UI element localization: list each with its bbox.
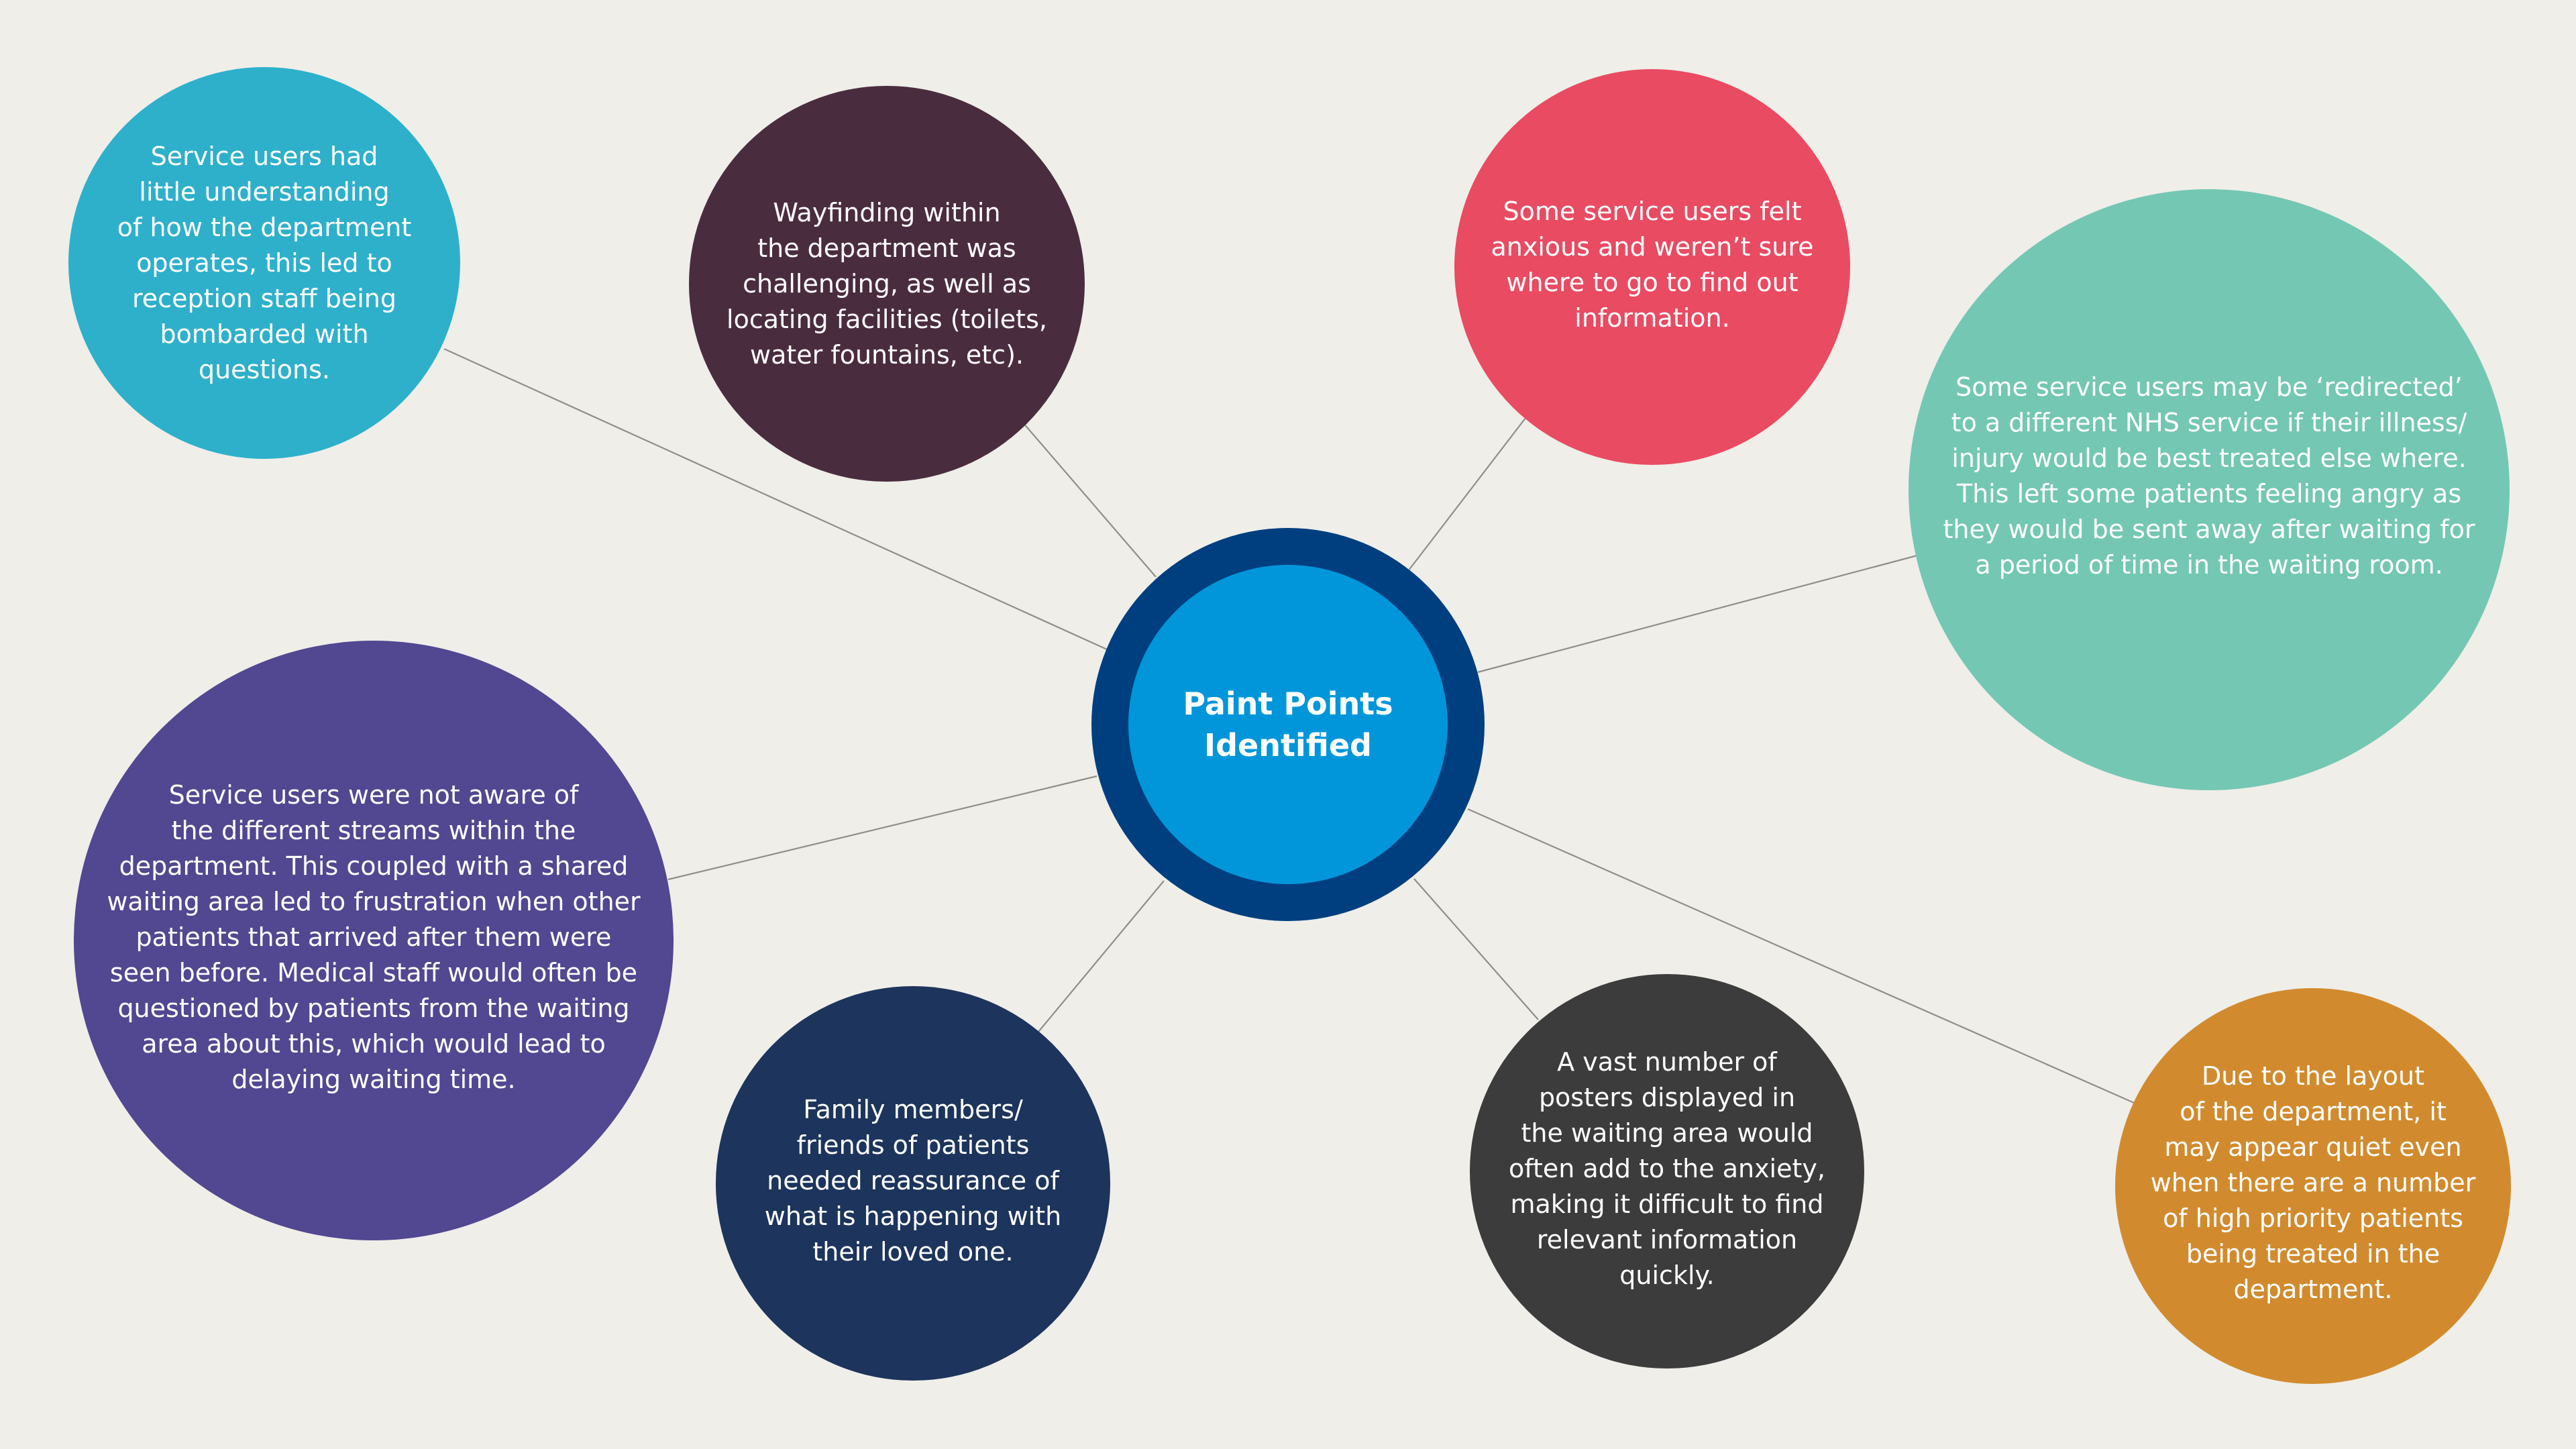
pain-point-text: Some service users felt anxious and were…: [1491, 194, 1813, 336]
text-line: challenging, as well as: [743, 268, 1031, 299]
connector-reception-questions: [443, 347, 1108, 651]
text-line: reception staff being: [132, 283, 396, 313]
center-hub: Paint Points Identified: [1128, 565, 1448, 884]
text-line: bombarded with: [160, 319, 369, 349]
text-line: the different streams within the: [171, 815, 576, 845]
text-line: Wayfinding within: [773, 197, 1001, 227]
pain-point-text: Wayfinding within the department was cha…: [727, 195, 1047, 373]
text-line: the department was: [757, 233, 1016, 263]
text-line: Due to the layout: [2201, 1061, 2425, 1091]
text-line: questions.: [198, 354, 331, 384]
text-line: often add to the anxiety,: [1509, 1153, 1825, 1183]
text-line: anxious and weren’t sure: [1491, 232, 1814, 262]
text-line: This left some patients feeling angry as: [1956, 479, 2462, 508]
text-line: of the department, it: [2180, 1096, 2447, 1126]
center-hub-outer-ring: Paint Points Identified: [1091, 528, 1485, 921]
text-line: of how the department: [117, 212, 412, 242]
center-hub-title: Paint Points Identified: [1183, 683, 1393, 766]
text-line: water fountains, etc).: [749, 339, 1024, 370]
text-line: Family members/: [803, 1094, 1023, 1124]
text-line: information.: [1574, 303, 1730, 333]
connector-streams-unaware: [667, 775, 1097, 881]
text-line: delaying waiting time.: [231, 1064, 516, 1094]
pain-point-streams-unaware: Service users were not aware of the diff…: [74, 641, 674, 1240]
connector-anxious-information: [1408, 414, 1529, 571]
text-line: their loved one.: [812, 1236, 1014, 1267]
pain-point-anxious-information: Some service users felt anxious and were…: [1454, 69, 1850, 465]
text-line: operates, this led to: [136, 248, 392, 278]
pain-point-text: Due to the layout of the department, it …: [2151, 1059, 2476, 1307]
text-line: quickly.: [1619, 1260, 1715, 1290]
text-line: locating facilities (toilets,: [727, 304, 1047, 334]
connector-redirected: [1477, 553, 1921, 674]
pain-point-text: Service users had little understanding o…: [117, 139, 411, 388]
pain-point-text: Some service users may be ‘redirected’ t…: [1943, 370, 2475, 583]
text-line: patients that arrived after them were: [136, 922, 612, 952]
text-line: needed reassurance of: [767, 1165, 1059, 1195]
connector-family-reassurance: [1038, 880, 1165, 1032]
text-line: department. This coupled with a shared: [119, 851, 629, 881]
pain-point-redirected: Some service users may be ‘redirected’ t…: [1909, 189, 2510, 790]
text-line: where to go to find out: [1506, 268, 1799, 297]
text-line: posters displayed in: [1538, 1082, 1796, 1112]
pain-point-wayfinding: Wayfinding within the department was cha…: [689, 86, 1085, 482]
text-line: friends of patients: [796, 1130, 1030, 1160]
text-line: when there are a number: [2150, 1167, 2476, 1197]
text-line: A vast number of: [1557, 1046, 1777, 1077]
text-line: little understanding: [139, 176, 390, 207]
text-line: being treated in the: [2186, 1238, 2440, 1269]
pain-point-layout-quiet: Due to the layout of the department, it …: [2115, 988, 2511, 1384]
text-line: the waiting area would: [1521, 1118, 1813, 1148]
text-line: Identified: [1204, 727, 1372, 763]
text-line: Paint Points: [1183, 686, 1393, 722]
text-line: may appear quiet even: [2164, 1132, 2462, 1162]
text-line: area about this, which would lead to: [142, 1028, 606, 1059]
pain-point-text: Service users were not aware of the diff…: [107, 777, 640, 1097]
text-line: they would be sent away after waiting fo…: [1943, 515, 2475, 544]
text-line: department.: [2233, 1274, 2393, 1304]
text-line: what is happening with: [764, 1201, 1062, 1231]
text-line: Service users had: [150, 141, 378, 171]
pain-point-posters-anxiety: A vast number of posters displayed in th…: [1470, 974, 1864, 1368]
pain-point-text: Family members/ friends of patients need…: [765, 1092, 1061, 1270]
text-line: Service users were not aware of: [168, 780, 579, 810]
text-line: of high priority patients: [2163, 1203, 2463, 1233]
pain-point-reception-questions: Service users had little understanding o…: [68, 67, 460, 459]
text-line: injury would be best treated else where.: [1951, 443, 2467, 473]
connector-wayfinding: [1018, 417, 1157, 578]
text-line: to a different NHS service if their illn…: [1951, 408, 2467, 437]
text-line: questioned by patients from the waiting: [117, 993, 630, 1023]
text-line: waiting area led to frustration when oth…: [107, 886, 641, 916]
text-line: seen before. Medical staff would often b…: [109, 957, 638, 987]
text-line: a period of time in the waiting room.: [1975, 550, 2443, 580]
text-line: making it difficult to find: [1510, 1189, 1824, 1219]
text-line: Some service users felt: [1503, 197, 1802, 226]
pain-point-text: A vast number of posters displayed in th…: [1509, 1044, 1825, 1293]
pain-point-family-reassurance: Family members/ friends of patients need…: [716, 986, 1110, 1381]
text-line: Some service users may be ‘redirected’: [1955, 372, 2463, 402]
connector-posters-anxiety: [1413, 878, 1539, 1020]
connector-layout-quiet: [1467, 808, 2139, 1106]
text-line: relevant information: [1536, 1224, 1798, 1254]
